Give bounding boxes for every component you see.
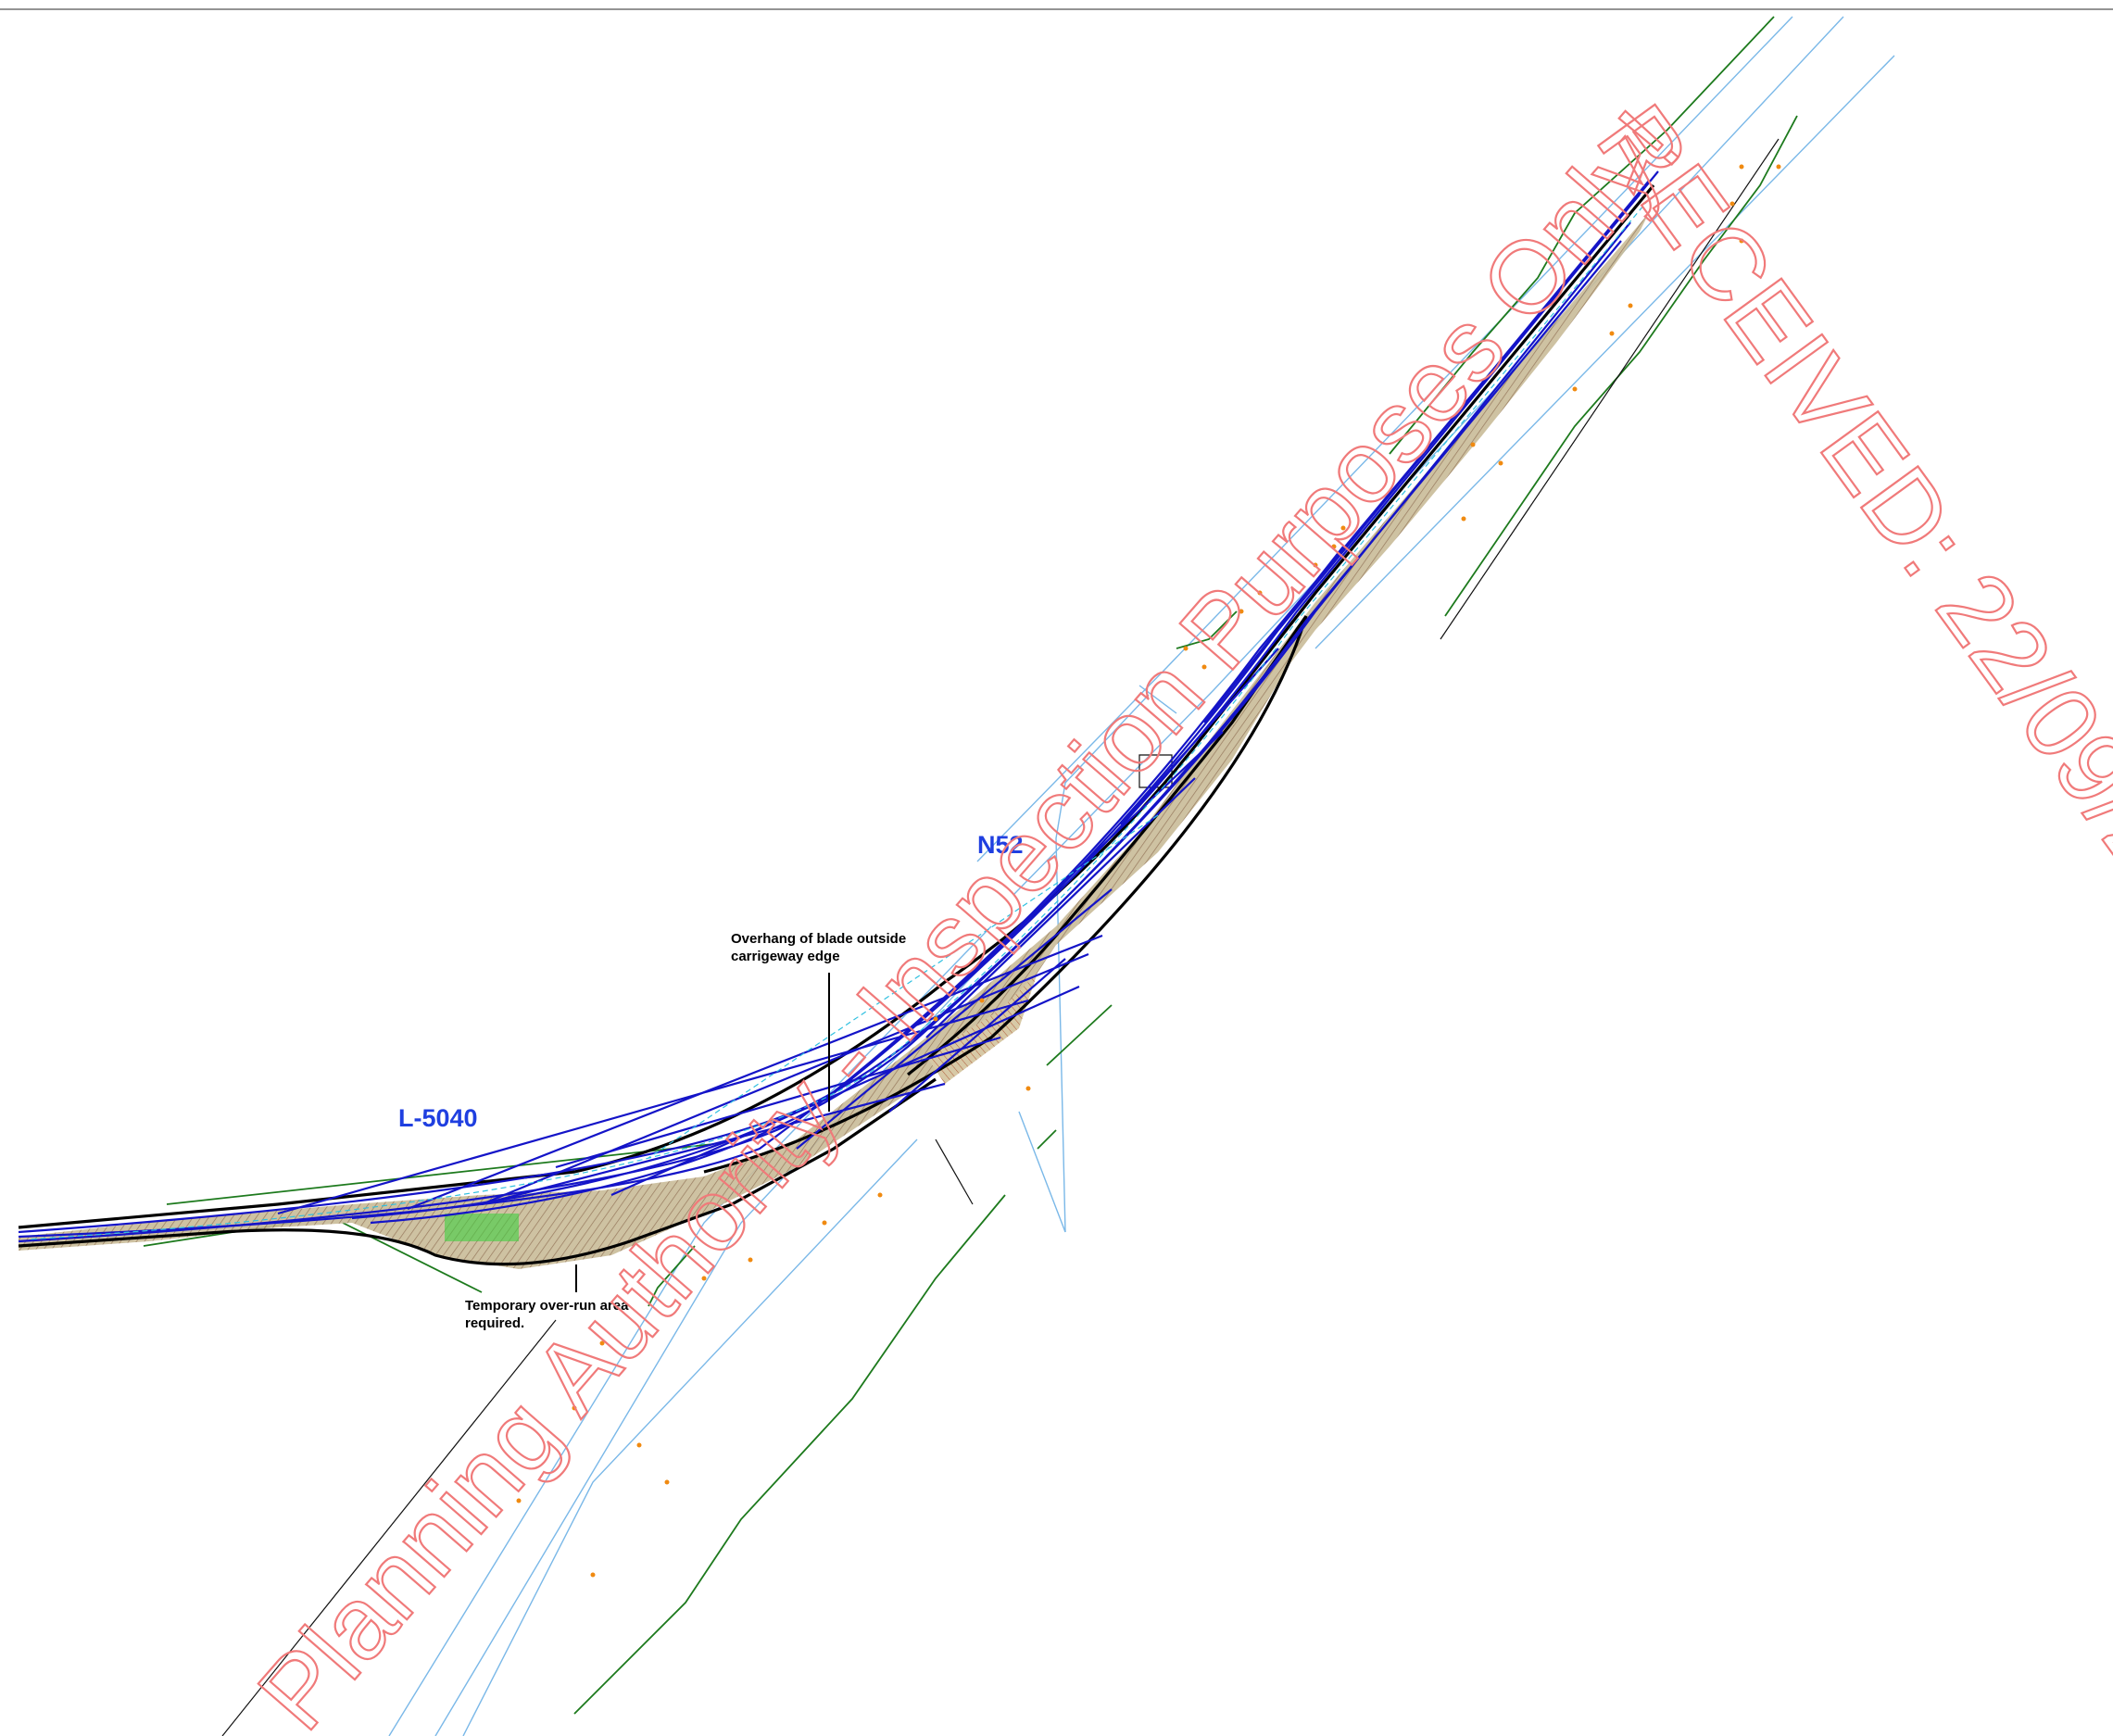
note-overhang-line1: Overhang of blade outside — [731, 931, 906, 947]
guide-lines — [27, 198, 1650, 1240]
note-overrun-line1: Temporary over-run area — [465, 1298, 629, 1314]
watermark-received: RECEIVED: 22/09/2023 — [1576, 85, 2113, 1032]
road-edge-lines — [388, 16, 1895, 1736]
vehicle-swept-path — [18, 170, 1659, 1243]
note-overrun-line2: required. — [465, 1315, 524, 1331]
note-overhang-line2: carrigeway edge — [731, 949, 840, 964]
survey-points — [516, 164, 1781, 1578]
watermark-planning: Planning Authority - Inspection Purposes… — [236, 90, 1701, 1736]
boundary-hedge-lines — [143, 16, 1798, 1715]
annotation-leaders — [221, 138, 1780, 1736]
road-label-n52: N52 — [977, 831, 1024, 859]
road-label-l5040: L-5040 — [398, 1104, 478, 1132]
